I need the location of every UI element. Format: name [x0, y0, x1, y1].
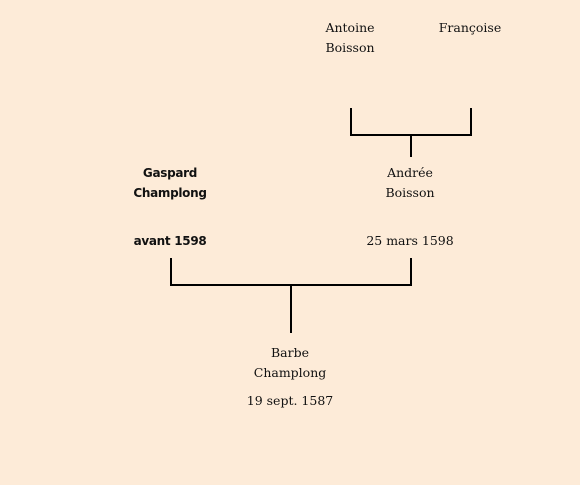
person-last-name: Champlong [253, 365, 327, 380]
person-barbe-champlong[interactable]: Barbe Champlong 19 sept. 1587 [230, 343, 350, 411]
person-last-name: Boisson [325, 40, 375, 55]
person-andree-boisson[interactable]: Andrée Boisson 25 mars 1598 [350, 163, 470, 251]
person-last-name: Boisson [385, 185, 435, 200]
person-date: 19 sept. 1587 [246, 393, 334, 408]
person-date: avant 1598 [133, 234, 207, 248]
person-first-name: Gaspard [142, 166, 198, 180]
person-first-name: Antoine [325, 20, 375, 35]
person-last-name: Champlong [133, 186, 207, 200]
person-first-name: Andrée [387, 165, 433, 180]
person-francoise[interactable]: Françoise [420, 18, 520, 38]
person-antoine-boisson[interactable]: Antoine Boisson [300, 18, 400, 58]
person-first-name: Françoise [438, 20, 502, 35]
person-first-name: Barbe [270, 345, 309, 360]
person-date: 25 mars 1598 [366, 233, 454, 248]
person-gaspard-champlong[interactable]: Gaspard Champlong avant 1598 [110, 163, 230, 251]
